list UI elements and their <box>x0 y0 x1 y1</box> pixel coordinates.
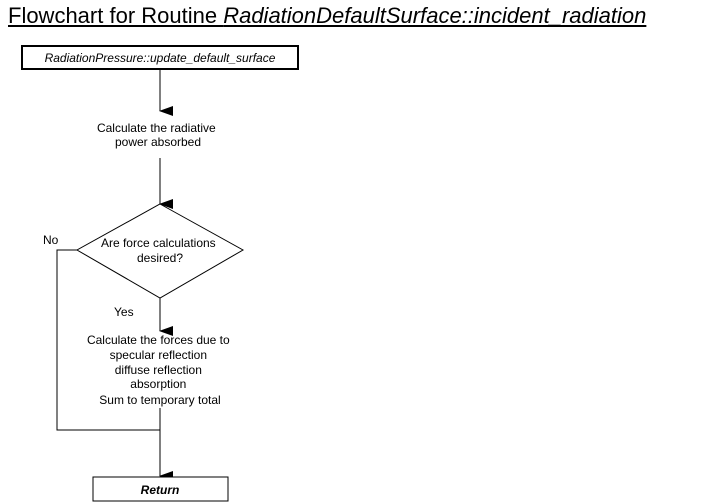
branch-yes-label: Yes <box>114 305 134 319</box>
branch-no-label: No <box>43 233 59 247</box>
step-forces-text: Calculate the forces due to specular ref… <box>87 333 233 407</box>
step-forces-line-2: specular reflection <box>110 348 207 362</box>
decision-line-1: Are force calculations <box>101 236 216 250</box>
step-power-line-2: power absorbed <box>115 135 201 149</box>
start-box <box>21 45 299 70</box>
step-power-line-1: Calculate the radiative <box>97 121 216 135</box>
step-forces-line-1: Calculate the forces due to <box>87 333 230 347</box>
step-forces-line-5: Sum to temporary total <box>99 393 220 407</box>
return-box <box>92 476 229 502</box>
title-prefix: Flowchart for Routine <box>8 3 224 28</box>
start-label: RadiationPressure::update_default_surfac… <box>45 51 276 65</box>
title-routine-name: RadiationDefaultSurface::incident_radiat… <box>223 3 647 28</box>
page-title: Flowchart for Routine RadiationDefaultSu… <box>8 2 646 30</box>
return-label: Return <box>141 483 180 497</box>
step-power-text: Calculate the radiative power absorbed <box>97 121 219 149</box>
step-forces-line-4: absorption <box>130 377 186 391</box>
decision-line-2: desired? <box>137 251 183 265</box>
no-branch-path <box>56 249 160 431</box>
step-forces-line-3: diffuse reflection <box>115 363 202 377</box>
decision-text: Are force calculations desired? <box>101 236 219 265</box>
